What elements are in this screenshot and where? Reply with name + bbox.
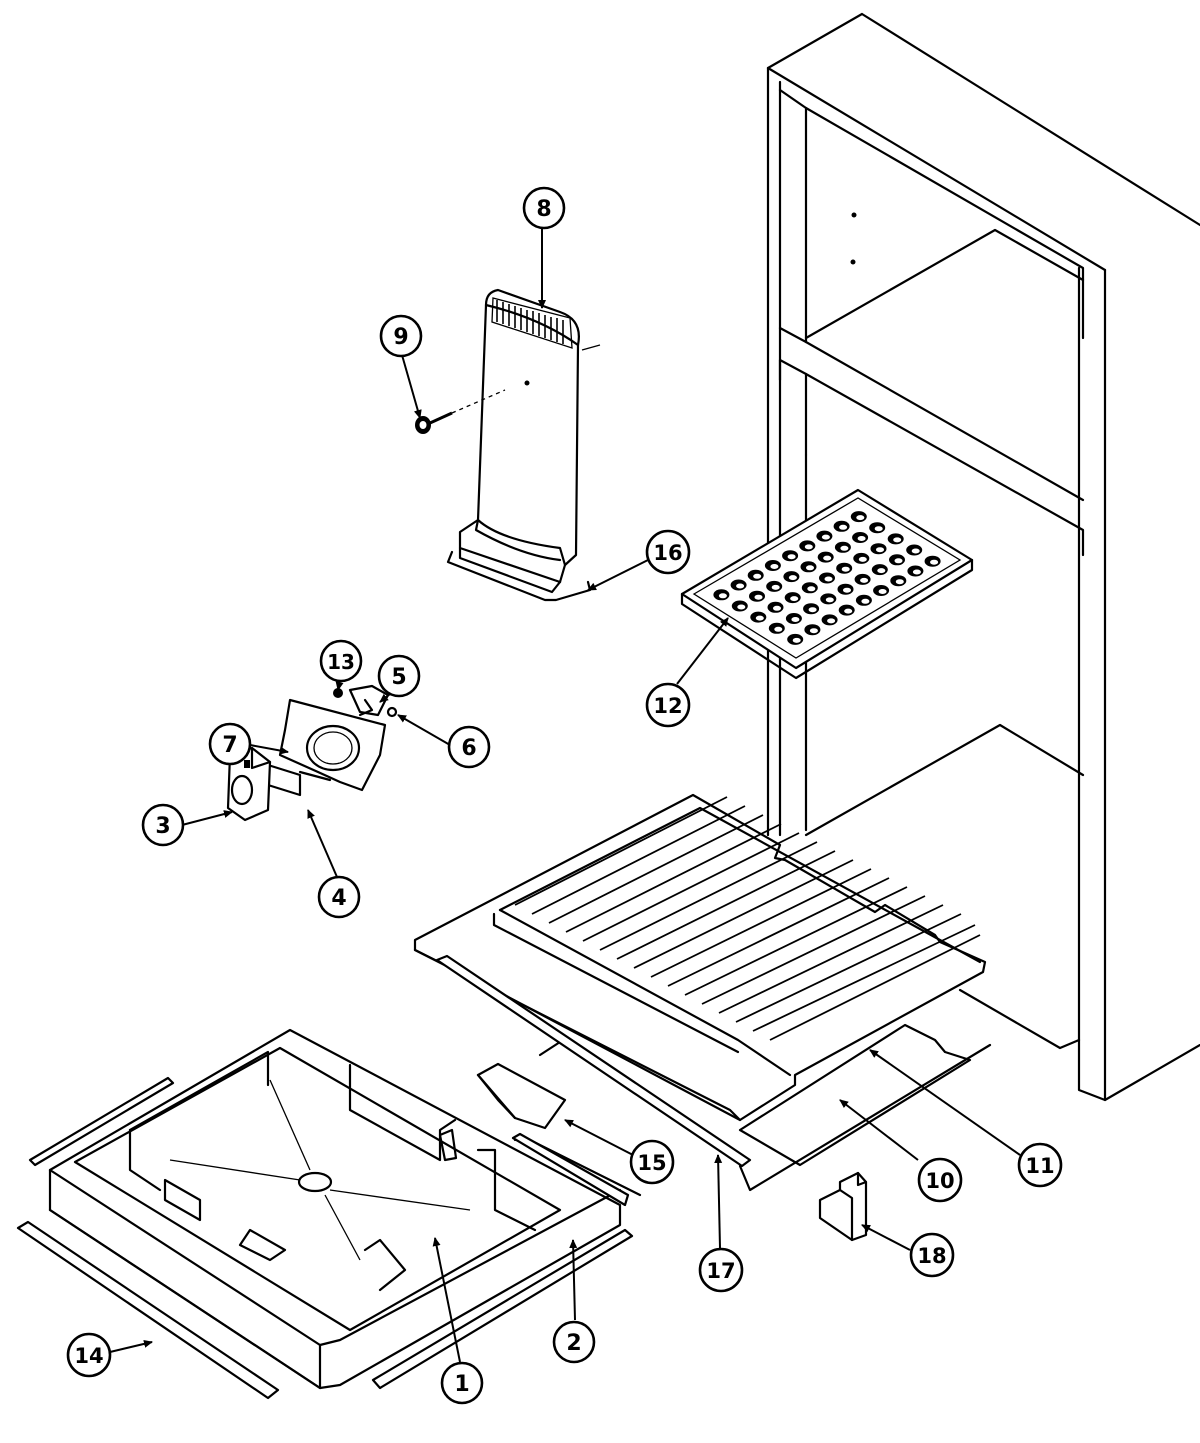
fan-motor-assembly [266, 684, 398, 797]
callout-16: 16 [645, 529, 691, 575]
ice-tray-cells [713, 511, 941, 645]
ice-cell-highlight [755, 615, 764, 621]
fan-motor-part [226, 746, 272, 822]
ice-cell-highlight [771, 584, 780, 590]
callout-8: 8 [522, 186, 566, 230]
callout-6-label: 6 [461, 736, 476, 761]
callouts: 8 9 16 12 13 5 7 6 [66, 186, 1063, 1405]
callout-11: 11 [1017, 1142, 1063, 1188]
ice-cell-highlight [753, 573, 762, 579]
callout-1-label: 1 [454, 1372, 469, 1397]
callout-3: 3 [141, 803, 185, 847]
callout-2: 2 [552, 1320, 596, 1364]
callout-8-label: 8 [536, 197, 551, 222]
callout-16-label: 16 [653, 541, 682, 565]
ice-cell-highlight [754, 594, 763, 600]
ice-cell-highlight [874, 526, 883, 532]
ice-cell-highlight [827, 618, 836, 624]
callout-14-label: 14 [74, 1344, 103, 1368]
ice-cell-highlight [791, 617, 800, 622]
ice-cell-highlight [774, 626, 783, 632]
callout-13: 13 [319, 639, 363, 683]
ice-cell-highlight [857, 536, 866, 541]
callout-4-label: 4 [331, 886, 346, 911]
callout-10: 10 [917, 1157, 963, 1203]
ice-cell-highlight [807, 586, 816, 592]
ice-cell-highlight [804, 544, 813, 550]
bracket-part [818, 1171, 868, 1242]
callout-13-label: 13 [327, 650, 355, 674]
ice-cell-highlight [718, 593, 727, 599]
cabinet-outline [766, 12, 1200, 1102]
ice-cell-highlight [788, 575, 797, 581]
ice-cell-highlight [825, 597, 834, 603]
callout-7-label: 7 [222, 733, 237, 758]
callout-11-label: 11 [1025, 1154, 1054, 1178]
side-rail-part [371, 1132, 634, 1390]
deflector-part [476, 1062, 567, 1130]
ice-cell-highlight [893, 537, 902, 543]
callout-4: 4 [317, 875, 361, 919]
callout-7: 7 [208, 722, 252, 766]
ice-cell-highlight [821, 534, 830, 540]
callout-17: 17 [698, 1247, 744, 1293]
callout-5: 5 [377, 654, 421, 698]
callout-3-label: 3 [155, 814, 170, 839]
callout-1: 1 [440, 1361, 484, 1405]
callout-9-label: 9 [393, 325, 408, 350]
leader-lines [109, 228, 1021, 1363]
ice-cell-highlight [861, 598, 870, 604]
callout-12-label: 12 [653, 694, 682, 718]
callout-14: 14 [66, 1332, 112, 1378]
ice-cell-highlight [839, 524, 848, 530]
ice-cell-highlight [841, 566, 850, 572]
ice-cell-highlight [792, 637, 801, 643]
ice-cell-highlight [876, 547, 884, 553]
ice-cell-highlight [858, 556, 867, 562]
callout-18: 18 [909, 1232, 955, 1278]
callout-2-label: 2 [566, 1331, 581, 1356]
ice-cell-highlight [840, 545, 849, 551]
screw-part [415, 389, 506, 434]
ice-cell-highlight [877, 568, 886, 574]
callout-15-label: 15 [637, 1151, 666, 1175]
base-pan-part [48, 1028, 622, 1390]
ice-cell-highlight [773, 605, 781, 611]
ice-cell-highlight [912, 569, 921, 575]
ice-cell-highlight [930, 559, 939, 565]
ice-cell-highlight [787, 554, 796, 560]
ice-cell-highlight [860, 577, 869, 583]
ice-cell-highlight [790, 596, 799, 602]
callout-12: 12 [645, 682, 691, 728]
ice-cell-highlight [737, 604, 746, 610]
ice-cell-highlight [843, 587, 851, 593]
ice-cell-highlight [824, 576, 833, 582]
shelf-ribs [514, 796, 981, 1041]
ice-cell-highlight [736, 583, 745, 589]
ice-cell-highlight [823, 555, 832, 561]
ice-cell-highlight [809, 628, 818, 634]
ice-cell-highlight [894, 558, 903, 564]
callout-10-label: 10 [925, 1169, 954, 1193]
ice-cell-highlight [878, 589, 887, 594]
ice-cell-highlight [844, 608, 853, 614]
ice-cell-highlight [895, 579, 904, 585]
air-duct-part [446, 288, 601, 602]
ice-cell-highlight [806, 565, 814, 571]
callout-5-label: 5 [391, 665, 406, 690]
front-strip-part [16, 1076, 280, 1400]
ice-tray-part [680, 488, 974, 680]
ice-cell-highlight [770, 564, 779, 569]
ice-cell-highlight [856, 515, 865, 521]
callout-17-label: 17 [706, 1259, 735, 1283]
ice-cell-highlight [808, 607, 817, 613]
ice-cell-highlight [911, 548, 920, 554]
callout-18-label: 18 [917, 1244, 946, 1268]
callout-6: 6 [447, 725, 491, 769]
callout-9: 9 [379, 314, 423, 358]
callout-15: 15 [629, 1139, 675, 1185]
